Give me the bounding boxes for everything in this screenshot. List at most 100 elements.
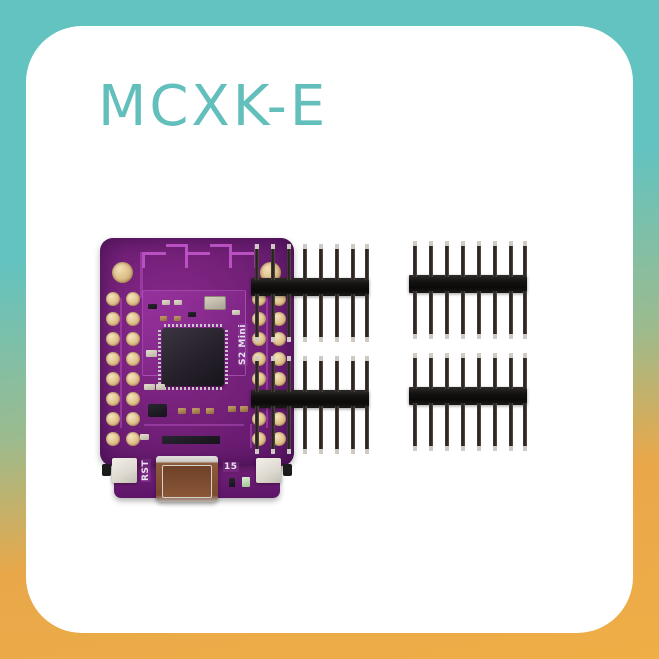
header-pin bbox=[413, 353, 417, 389]
smd-component bbox=[144, 384, 155, 390]
pin-tip bbox=[351, 356, 355, 361]
header-pin bbox=[255, 406, 259, 454]
solder-pad bbox=[272, 372, 286, 386]
header-pin bbox=[461, 291, 465, 339]
solder-pad bbox=[126, 352, 140, 366]
smd-component bbox=[156, 384, 165, 390]
pin-tip bbox=[477, 353, 481, 358]
header-pin bbox=[509, 403, 513, 451]
header-pin bbox=[493, 241, 497, 277]
solder-pad bbox=[126, 372, 140, 386]
pin-tip bbox=[255, 244, 259, 249]
header-body bbox=[409, 275, 527, 293]
solder-pad bbox=[272, 412, 286, 426]
header-pin bbox=[351, 356, 355, 392]
pin-tip bbox=[493, 241, 497, 246]
header-pin bbox=[319, 356, 323, 392]
pin-tip bbox=[287, 449, 291, 454]
pin-tip bbox=[461, 241, 465, 246]
header-body bbox=[251, 390, 369, 408]
pin-tip bbox=[351, 244, 355, 249]
pin-tip bbox=[429, 334, 433, 339]
pin-tip bbox=[413, 334, 417, 339]
solder-pad bbox=[106, 292, 120, 306]
pcb-antenna-trace bbox=[210, 244, 232, 268]
smd-capacitor bbox=[160, 316, 167, 321]
pin-tip bbox=[255, 356, 259, 361]
header-pin bbox=[365, 244, 369, 280]
header-pin bbox=[287, 294, 291, 342]
header-pin bbox=[351, 294, 355, 342]
solder-pad bbox=[272, 332, 286, 346]
smd-component bbox=[146, 350, 157, 357]
header-pin bbox=[335, 294, 339, 342]
pin-tip bbox=[523, 353, 527, 358]
header-pin bbox=[303, 244, 307, 280]
pin-tip bbox=[271, 337, 275, 342]
solder-pad bbox=[272, 312, 286, 326]
header-pin bbox=[413, 291, 417, 339]
header-pin bbox=[413, 241, 417, 277]
pin-tip bbox=[509, 446, 513, 451]
pcb-trace bbox=[120, 298, 122, 428]
gpio15-button-nub bbox=[283, 464, 292, 476]
pin-tip bbox=[255, 449, 259, 454]
pin-tip bbox=[335, 449, 339, 454]
header-pin bbox=[351, 244, 355, 280]
pin-tip bbox=[429, 446, 433, 451]
solder-pad bbox=[126, 392, 140, 406]
smd-component bbox=[162, 300, 170, 305]
pin-tip bbox=[365, 356, 369, 361]
pcb-main-body: S2 Mini bbox=[100, 238, 294, 466]
usb-c-connector bbox=[156, 456, 218, 502]
header-pin bbox=[429, 353, 433, 389]
pcb-trace bbox=[250, 424, 252, 448]
pin-tip bbox=[477, 241, 481, 246]
solder-pad bbox=[106, 392, 120, 406]
header-pin bbox=[493, 291, 497, 339]
pin-tip bbox=[287, 356, 291, 361]
header-pin bbox=[523, 291, 527, 339]
pin-tip bbox=[461, 446, 465, 451]
header-pin bbox=[493, 403, 497, 451]
pin-tip bbox=[493, 446, 497, 451]
header-pin bbox=[477, 291, 481, 339]
solder-pad bbox=[106, 412, 120, 426]
smd-capacitor bbox=[240, 406, 248, 412]
chip-leads-right bbox=[225, 330, 228, 384]
pin-tip bbox=[271, 356, 275, 361]
header-pin bbox=[445, 241, 449, 277]
smd-capacitor bbox=[178, 408, 186, 414]
pin-tip bbox=[523, 334, 527, 339]
reset-button[interactable] bbox=[112, 458, 137, 483]
header-pin bbox=[509, 241, 513, 277]
header-pin bbox=[429, 403, 433, 451]
pin-tip bbox=[319, 337, 323, 342]
header-pin bbox=[271, 406, 275, 454]
pin-tip bbox=[493, 334, 497, 339]
gpio15-button[interactable] bbox=[256, 458, 281, 483]
solder-pad bbox=[106, 332, 120, 346]
smd-capacitor bbox=[174, 316, 181, 321]
solder-pad bbox=[126, 432, 140, 446]
chip-leads-bottom bbox=[164, 387, 222, 390]
solder-pad bbox=[272, 352, 286, 366]
header-pin bbox=[461, 353, 465, 389]
pin-tip bbox=[477, 334, 481, 339]
silk-label-gpio15: 15 bbox=[223, 462, 239, 472]
smd-capacitor bbox=[228, 406, 236, 412]
pin-tip bbox=[493, 353, 497, 358]
smd-capacitor bbox=[206, 408, 214, 414]
pin-tip bbox=[477, 446, 481, 451]
pin-tip bbox=[461, 353, 465, 358]
smd-capacitor bbox=[192, 408, 200, 414]
header-body bbox=[251, 278, 369, 296]
pin-tip bbox=[445, 446, 449, 451]
pcb-trace bbox=[144, 424, 244, 426]
pin-tip bbox=[303, 356, 307, 361]
smd-component bbox=[140, 434, 149, 440]
white-content-panel: MCXK-E bbox=[26, 26, 633, 633]
header-pin bbox=[509, 291, 513, 339]
header-pin bbox=[523, 353, 527, 389]
reset-button-nub bbox=[102, 464, 111, 476]
